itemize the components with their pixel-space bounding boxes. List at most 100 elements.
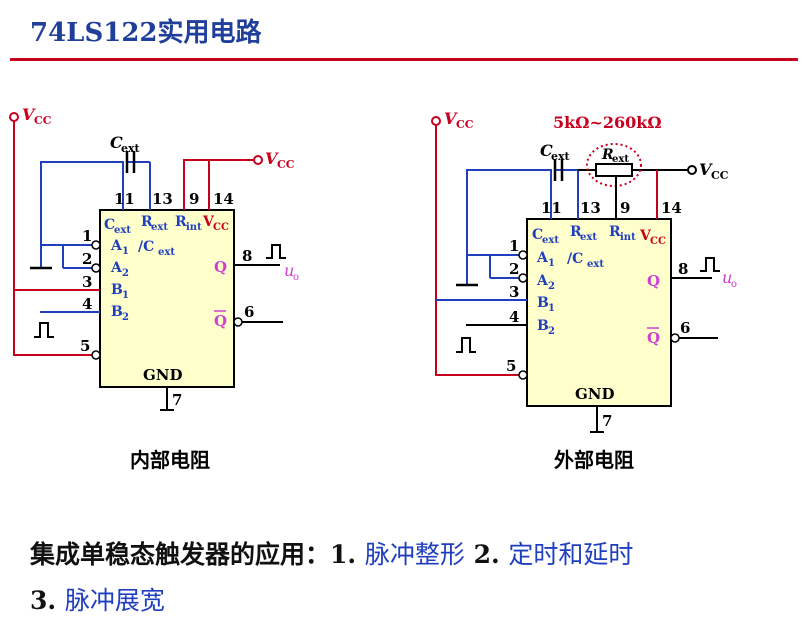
svg-text:6: 6 <box>680 319 690 337</box>
title-divider <box>10 58 798 61</box>
svg-text:o: o <box>731 279 737 290</box>
right-output-pulse-icon <box>700 257 720 272</box>
applications-text: 集成单稳态触发器的应用：1. 脉冲整形 2. 定时和延时 3. 脉冲展宽 <box>30 540 634 615</box>
svg-text:CC: CC <box>34 114 52 127</box>
svg-text:A: A <box>536 273 549 289</box>
svg-text:B: B <box>111 282 123 298</box>
right-output-label: u <box>722 268 732 287</box>
left-circuit: V CC V CC C ext 1 2 3 4 5 11 13 <box>9 105 299 411</box>
svg-text:ext: ext <box>114 225 131 236</box>
svg-text:CC: CC <box>711 169 729 182</box>
svg-text:o: o <box>293 272 299 283</box>
right-qbar-label: Q <box>647 329 660 347</box>
svg-text:C: C <box>532 227 543 243</box>
svg-text:1: 1 <box>509 237 519 255</box>
left-chip-gnd: GND <box>143 366 183 384</box>
svg-text:1: 1 <box>82 227 92 245</box>
svg-text:11: 11 <box>541 199 562 217</box>
svg-text:B: B <box>111 304 123 320</box>
svg-text:3: 3 <box>82 273 92 291</box>
left-caption: 内部电阻 <box>130 448 210 472</box>
svg-text:2: 2 <box>509 260 519 278</box>
svg-text:A: A <box>110 260 123 276</box>
svg-text:4: 4 <box>82 295 92 313</box>
svg-text:V: V <box>202 214 215 230</box>
svg-text:B: B <box>537 295 549 311</box>
svg-text:3: 3 <box>509 283 519 301</box>
left-chip-body <box>99 209 235 388</box>
svg-text:14: 14 <box>213 190 234 208</box>
svg-text:R: R <box>570 224 582 240</box>
svg-text:6: 6 <box>244 303 254 321</box>
svg-text:7: 7 <box>172 391 182 409</box>
application-1: 脉冲整形 <box>364 540 465 569</box>
svg-text:9: 9 <box>620 199 630 217</box>
right-vcc-label: V <box>444 109 458 128</box>
svg-text:CC: CC <box>277 158 295 171</box>
left-output-label: u <box>284 261 294 280</box>
svg-text:ext: ext <box>612 154 629 165</box>
svg-text:2: 2 <box>82 250 92 268</box>
svg-text:A: A <box>536 250 549 266</box>
left-vcc-terminal <box>9 112 19 122</box>
right-res-label: R <box>601 147 614 163</box>
svg-text:R: R <box>609 224 621 240</box>
svg-text:V: V <box>639 228 652 244</box>
svg-text:ext: ext <box>551 150 571 163</box>
svg-text:ext: ext <box>587 259 604 270</box>
right-input-pulse-icon <box>456 337 476 353</box>
left-qbar-label: Q <box>214 312 227 330</box>
svg-text:CC: CC <box>456 118 474 131</box>
right-cap-label: C <box>540 141 553 160</box>
left-output-pulse-icon <box>266 244 286 259</box>
application-3: 脉冲展宽 <box>64 586 165 615</box>
svg-text:R: R <box>175 214 187 230</box>
svg-text:14: 14 <box>661 199 682 217</box>
left-input-pulse-icon <box>34 322 54 338</box>
svg-text:2: 2 <box>548 326 555 337</box>
svg-text:ext: ext <box>542 235 559 246</box>
left-q-label: Q <box>214 258 227 276</box>
right-q-label: Q <box>647 272 660 290</box>
svg-text:B: B <box>537 318 549 334</box>
svg-text:5: 5 <box>80 337 90 355</box>
svg-text:1: 1 <box>548 303 555 314</box>
svg-text:R: R <box>141 214 153 230</box>
application-2: 定时和延时 <box>508 540 634 569</box>
right-vcc-right-terminal <box>687 165 697 175</box>
svg-text:/C: /C <box>138 239 154 255</box>
right-caption: 外部电阻 <box>554 448 634 472</box>
svg-text:8: 8 <box>242 247 252 265</box>
right-circuit: V CC 5kΩ~260kΩ C ext R ext V CC <box>431 109 737 433</box>
svg-text:A: A <box>110 238 123 254</box>
svg-text:5: 5 <box>506 357 516 375</box>
svg-text:/C: /C <box>567 251 583 267</box>
svg-text:2: 2 <box>548 281 555 292</box>
left-vcc-label: V <box>22 105 36 124</box>
right-chip-body <box>526 218 672 407</box>
svg-text:8: 8 <box>678 260 688 278</box>
svg-text:2: 2 <box>122 268 129 279</box>
svg-text:C: C <box>104 217 115 233</box>
svg-text:7: 7 <box>602 412 612 430</box>
svg-text:int: int <box>620 232 636 243</box>
svg-text:1: 1 <box>548 258 555 269</box>
applications-lead: 集成单稳态触发器的应用： <box>30 540 331 569</box>
left-vcc-right-terminal <box>253 155 263 165</box>
svg-text:ext: ext <box>158 247 175 258</box>
svg-text:9: 9 <box>189 190 199 208</box>
svg-text:1: 1 <box>122 290 129 301</box>
svg-text:13: 13 <box>152 190 173 208</box>
left-cap-label: C <box>110 133 123 152</box>
svg-text:4: 4 <box>509 308 519 326</box>
page-title: 74LS122实用电路 <box>30 18 262 48</box>
svg-text:ext: ext <box>151 222 168 233</box>
svg-text:CC: CC <box>213 222 229 233</box>
resistor-highlight <box>586 143 642 187</box>
svg-text:int: int <box>186 222 202 233</box>
svg-text:1: 1 <box>122 246 129 257</box>
svg-text:13: 13 <box>580 199 601 217</box>
left-vcc-right-label: V <box>265 149 279 168</box>
svg-text:11: 11 <box>114 190 135 208</box>
